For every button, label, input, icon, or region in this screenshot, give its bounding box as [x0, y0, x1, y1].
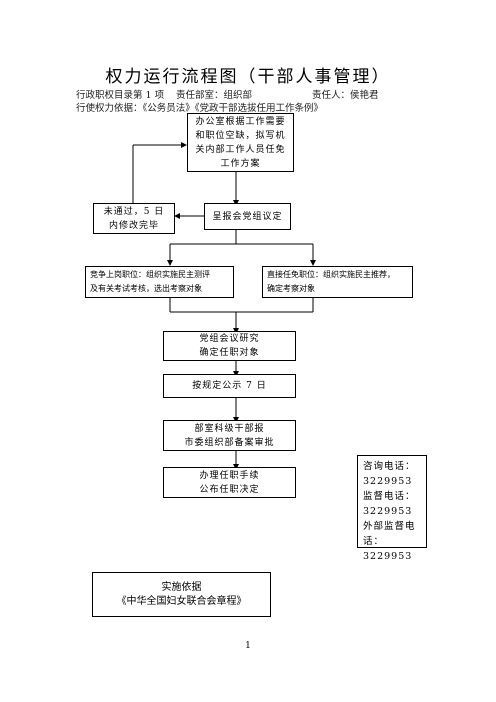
- basis-label: 实施依据: [161, 581, 202, 593]
- item-number: 行政职权目录第 1 项: [76, 90, 165, 101]
- contact-line: 咨询电话：: [363, 461, 416, 472]
- step-filing-approval: 部室科级干部报 市委组织部备案审批: [163, 420, 296, 451]
- contact-line: 3229953: [363, 506, 413, 517]
- contact-line: 监督电话：: [363, 491, 416, 502]
- implementation-basis-box: 实施依据 《中华全国妇女联合会章程》: [92, 572, 271, 617]
- step-publicity: 按规定公示 7 日: [163, 374, 296, 398]
- page-title: 权力运行流程图（干部人事管理）: [105, 67, 391, 87]
- responsible-person: 责任人：侯艳君: [312, 90, 379, 101]
- step-appointment: 办理任职手续 公布任职决定: [163, 467, 296, 498]
- step-report-party-group: 呈报会党组议定: [204, 203, 291, 230]
- step-prepare-plan: 办公室根据工作需要 和职位空缺，拟写机 关内部工作人员任免 工作方案: [187, 113, 294, 172]
- step-rework: 未通过，5 日 内修改完毕: [93, 203, 175, 234]
- contact-line: 3229953: [363, 476, 413, 487]
- legal-basis: 行使权力依据：《公务员法》《党政干部选拔任用工作条例》: [76, 103, 324, 114]
- step-party-meeting: 党组会议研究 确定任职对象: [163, 331, 296, 361]
- responsible-dept: 责任部室：组织部: [176, 90, 253, 101]
- basis-document: 《中华全国妇女联合会章程》: [116, 595, 247, 607]
- step-competitive-post: 竞争上岗职位：组织实施民主测评 及有关考试考核，选出考察对象: [85, 266, 234, 298]
- contact-box: 咨询电话： 3229953 监督电话： 3229953 外部监督电 话：3229…: [357, 455, 427, 562]
- page-number: 1: [245, 641, 251, 651]
- contact-line: 外部监督电: [363, 521, 416, 532]
- step-direct-appointment: 直接任免职位：组织实施民主推荐， 确定考察对象: [262, 266, 413, 298]
- contact-line: 话：3229953: [363, 536, 413, 562]
